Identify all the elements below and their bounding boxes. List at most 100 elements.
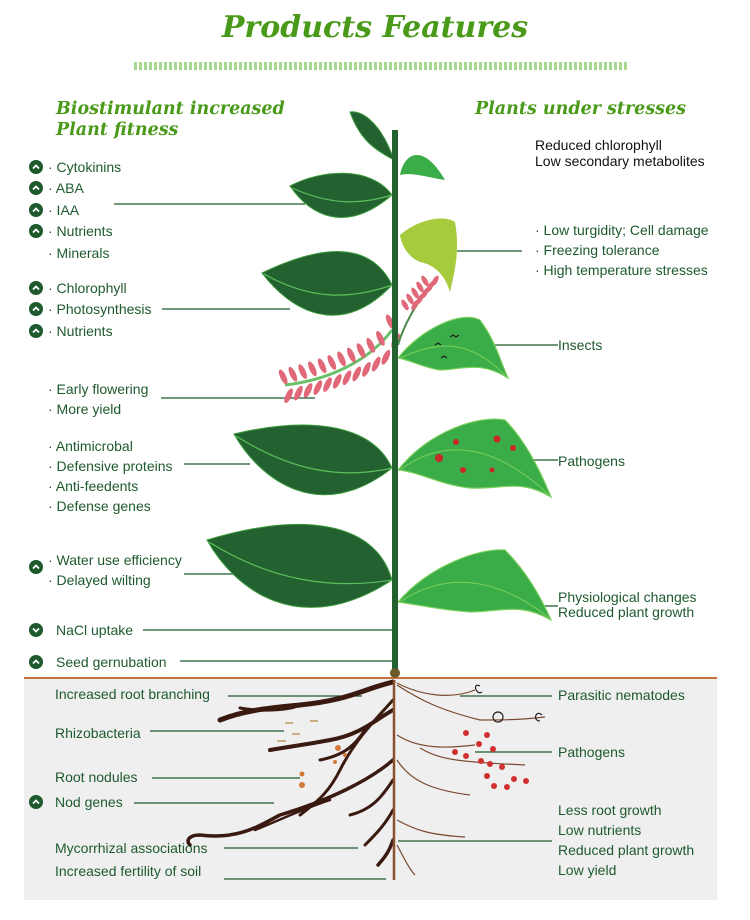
left-feature-8: · Early flowering (48, 381, 149, 397)
petal (431, 275, 439, 287)
left-feature-3: · Nutrients (48, 223, 113, 239)
petal (366, 337, 376, 353)
pathogen-spot (511, 776, 517, 782)
chevron-up-circle-icon (29, 795, 43, 809)
petal (337, 351, 346, 367)
root-stress-3: Low nutrients (558, 822, 642, 838)
right-stress-2: · Low turgidity; Cell damage (535, 222, 709, 238)
pathogen-spot (484, 732, 490, 738)
petal (313, 380, 323, 395)
petal (342, 370, 352, 386)
right-stress-5: Insects (558, 337, 603, 353)
leaf-pathogens (396, 418, 553, 499)
petal (327, 355, 337, 370)
left-feature-16: NaCl uptake (56, 622, 134, 638)
stem (392, 130, 398, 675)
petal (303, 383, 313, 398)
left-feature-11: · Defensive proteins (48, 458, 173, 474)
root-pathogen-spots (452, 730, 529, 790)
title-divider (134, 62, 628, 70)
left-feature-6: · Photosynthesis (48, 301, 152, 317)
chevron-up-circle-icon (29, 324, 43, 338)
page-title: Products Features (221, 10, 529, 45)
left-feature-10: · Antimicrobal (48, 438, 133, 454)
stem-base (390, 668, 400, 678)
left-feature-1: · ABA (48, 180, 84, 196)
right-stress-6: Pathogens (558, 453, 625, 469)
right-stress-0: Reduced chlorophyll (535, 137, 662, 153)
petal (284, 388, 293, 404)
root-stress-0: Parasitic nematodes (558, 687, 685, 703)
root-stress-5: Low yield (558, 862, 617, 878)
soil-area (24, 678, 717, 900)
chevron-up-circle-icon (29, 281, 43, 295)
right-heading: Plants under stresses (475, 99, 687, 119)
healthy-roots (186, 679, 396, 867)
stressed-roots (396, 682, 546, 876)
pathogen-spot (484, 773, 490, 779)
pathogen-spot (487, 761, 493, 767)
leaf-pale-stressed (400, 218, 458, 292)
petal (381, 349, 391, 365)
pathogen-spot (523, 778, 529, 784)
rhizobacteria-marks (277, 720, 318, 742)
chevron-up-circle-icon (29, 181, 43, 195)
chevron-down-circle-icon (29, 623, 43, 637)
left-feature-5: · Chlorophyll (48, 280, 127, 296)
petal (278, 369, 288, 385)
left-feature-15: · Delayed wilting (48, 572, 151, 588)
leaf-physiological (396, 549, 553, 622)
ground-line (24, 677, 717, 679)
chevron-up-circle-icon (29, 560, 43, 574)
root-nodules (299, 745, 347, 788)
petal (346, 347, 356, 363)
petal (317, 358, 327, 374)
root-benefit-3: Nod genes (55, 794, 123, 810)
leaf-4 (206, 524, 393, 608)
root-benefit-1: Rhizobacteria (55, 725, 141, 741)
leaf-small-light (400, 155, 445, 180)
petal (416, 281, 424, 293)
left-feature-12: · Anti-feedents (48, 478, 139, 494)
root-stress-1: Pathogens (558, 744, 625, 760)
flower-spike-left (278, 314, 400, 404)
root-benefit-0: Increased root branching (55, 686, 210, 702)
insect-marks (434, 334, 460, 359)
left-feature-9: · More yield (48, 401, 122, 417)
pathogen-spot (504, 784, 510, 790)
petal (376, 331, 385, 346)
petal (371, 356, 381, 372)
pathogen-spot (478, 758, 484, 764)
root-benefit-5: Increased fertility of soil (55, 863, 202, 879)
left-feature-17: Seed gernubation (56, 654, 167, 670)
chevron-up-circle-icon (29, 302, 43, 316)
leaf-top (349, 111, 395, 162)
pathogen-spot (452, 749, 458, 755)
flower-spike-right (397, 275, 439, 346)
right-stress-3: · Freezing tolerance (535, 242, 660, 258)
left-heading-line1: Biostimulant increased (56, 99, 285, 119)
petal (352, 366, 362, 382)
petal (332, 373, 342, 389)
right-stress-8: Reduced plant growth (558, 604, 695, 620)
left-feature-13: · Defense genes (48, 498, 151, 514)
left-feature-0: · Cytokinins (48, 159, 122, 175)
root-benefit-4: Mycorrhizal associations (55, 840, 208, 856)
leaf-3 (233, 424, 393, 496)
pathogen-spot (463, 730, 469, 736)
leaf-1 (289, 172, 393, 218)
petal (298, 364, 307, 379)
left-feature-14: · Water use efficiency (48, 552, 182, 568)
leaf-insects (396, 316, 510, 380)
petal (308, 361, 317, 377)
petal (356, 343, 366, 358)
petal (406, 293, 414, 305)
leaf-veins (208, 187, 393, 585)
left-heading-line2: Plant fitness (56, 120, 179, 140)
pathogen-spot (499, 764, 505, 770)
left-feature-7: · Nutrients (48, 323, 113, 339)
root-stress-4: Reduced plant growth (558, 842, 695, 858)
petal (401, 299, 409, 311)
right-stress-7: Physiological changes (558, 589, 697, 605)
